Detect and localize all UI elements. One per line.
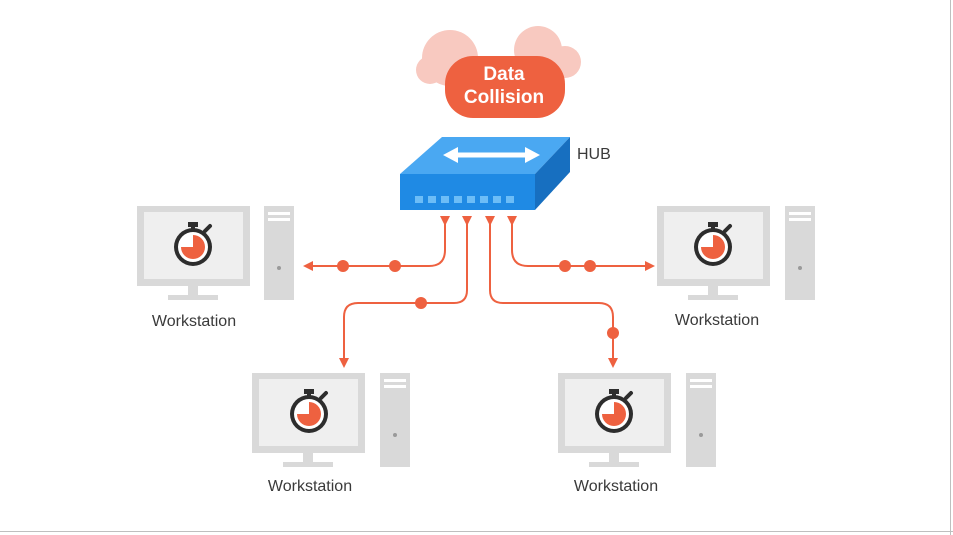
hub-double-arrow-icon xyxy=(443,147,540,163)
workstation-label-top-left: Workstation xyxy=(151,313,237,330)
link-top-left xyxy=(303,216,450,271)
packet-dot xyxy=(337,260,349,272)
hub-ports xyxy=(415,196,514,203)
collision-label-line1: Data xyxy=(483,64,525,85)
workstation-label-bottom-left: Workstation xyxy=(267,478,353,495)
collision-cloud xyxy=(416,26,581,118)
workstation-top-right xyxy=(657,206,815,300)
packet-dot xyxy=(559,260,571,272)
workstation-label-bottom-right: Workstation xyxy=(573,478,659,495)
packet-dot xyxy=(607,327,619,339)
packet-dot xyxy=(389,260,401,272)
frame-edge-bottom xyxy=(0,531,953,532)
connections xyxy=(303,216,655,368)
workstation-bottom-left xyxy=(252,373,410,467)
collision-label-line2: Collision xyxy=(463,87,545,108)
hub-device xyxy=(400,137,570,210)
workstation-bottom-right xyxy=(558,373,716,467)
link-bottom-left xyxy=(339,216,472,368)
link-bottom-right xyxy=(485,216,618,368)
frame-edge-right xyxy=(950,0,951,535)
data-packets xyxy=(337,260,619,339)
collision-label: Data Collision xyxy=(441,63,567,109)
link-top-right xyxy=(507,216,655,271)
packet-dot xyxy=(415,297,427,309)
workstation-label-top-right: Workstation xyxy=(674,312,760,329)
packet-dot xyxy=(584,260,596,272)
hub-label: HUB xyxy=(577,146,611,163)
collision-badge xyxy=(445,56,565,118)
workstation-top-left xyxy=(137,206,294,300)
